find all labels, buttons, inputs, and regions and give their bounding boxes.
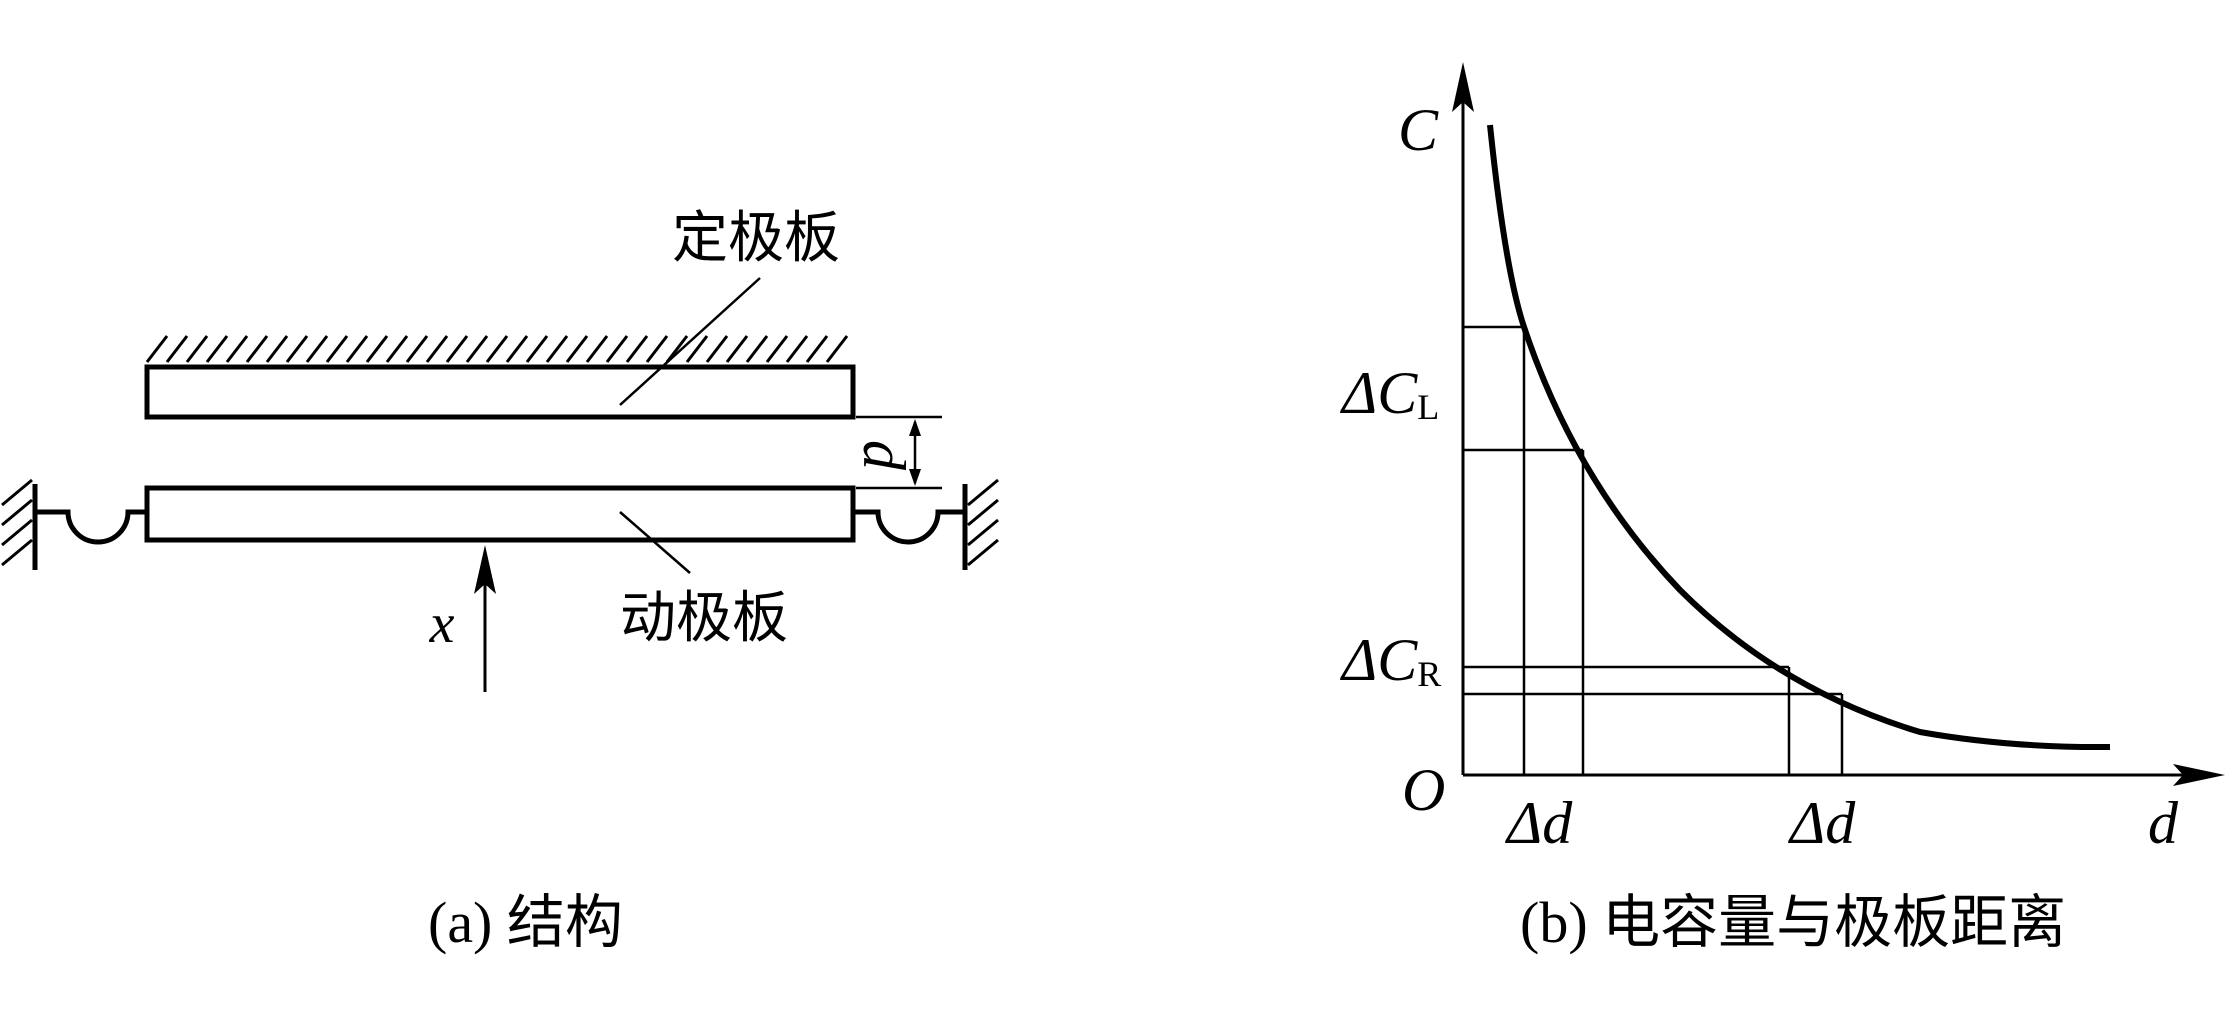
left-spring — [35, 509, 147, 545]
left-increment-lines — [1463, 325, 1585, 775]
svg-text:ΔCL: ΔCL — [1340, 360, 1439, 427]
svg-text:ΔCR: ΔCR — [1340, 627, 1441, 694]
capacitance-curve — [1487, 124, 2111, 751]
delta-c-right-label: ΔCR — [1340, 627, 1441, 694]
x-axis-symbol: d — [2148, 790, 2179, 856]
delta-c-right-prefix: ΔC — [1340, 627, 1418, 693]
gap-symbol: d — [851, 440, 917, 471]
delta-c-left-prefix: ΔC — [1340, 360, 1418, 426]
x-axis-arrow — [2173, 764, 2225, 786]
origin-symbol: O — [1402, 757, 1445, 823]
caption-a: (a) 结构 — [428, 890, 623, 955]
moving-plate — [144, 485, 856, 543]
displacement-symbol: x — [429, 593, 455, 655]
panel-a-structure: d x 定极板 动极板 (a) 结构 — [1, 206, 999, 955]
gap-arrow-down — [909, 469, 921, 486]
moving-plate-label: 动极板 — [620, 586, 788, 651]
delta-c-left-label: ΔCL — [1340, 360, 1439, 427]
displacement-arrow-head — [474, 545, 496, 594]
gap-arrow-up — [909, 419, 921, 436]
fixed-plate-label: 定极板 — [672, 206, 840, 271]
left-wall — [1, 478, 38, 570]
fixed-plate-leader — [619, 277, 761, 406]
moving-plate-leader — [619, 511, 691, 574]
y-axis-symbol: C — [1398, 97, 1439, 163]
delta-c-left-subscript: L — [1417, 387, 1439, 427]
right-increment-lines — [1463, 665, 1844, 775]
right-wall — [962, 478, 999, 570]
right-spring — [853, 509, 965, 545]
caption-b: (b) 电容量与极板距离 — [1520, 890, 2066, 955]
delta-d-right-label: Δd — [1788, 790, 1856, 856]
delta-d-left-label: Δd — [1505, 790, 1573, 856]
delta-c-right-subscript: R — [1417, 654, 1441, 694]
fixed-plate — [144, 364, 856, 420]
panel-b-graph: C d O ΔCL ΔCR Δd Δd (b) 电容量与极板距离 — [1340, 62, 2225, 955]
fixed-plate-hatching — [145, 335, 849, 363]
y-axis-arrow — [1452, 62, 1474, 112]
